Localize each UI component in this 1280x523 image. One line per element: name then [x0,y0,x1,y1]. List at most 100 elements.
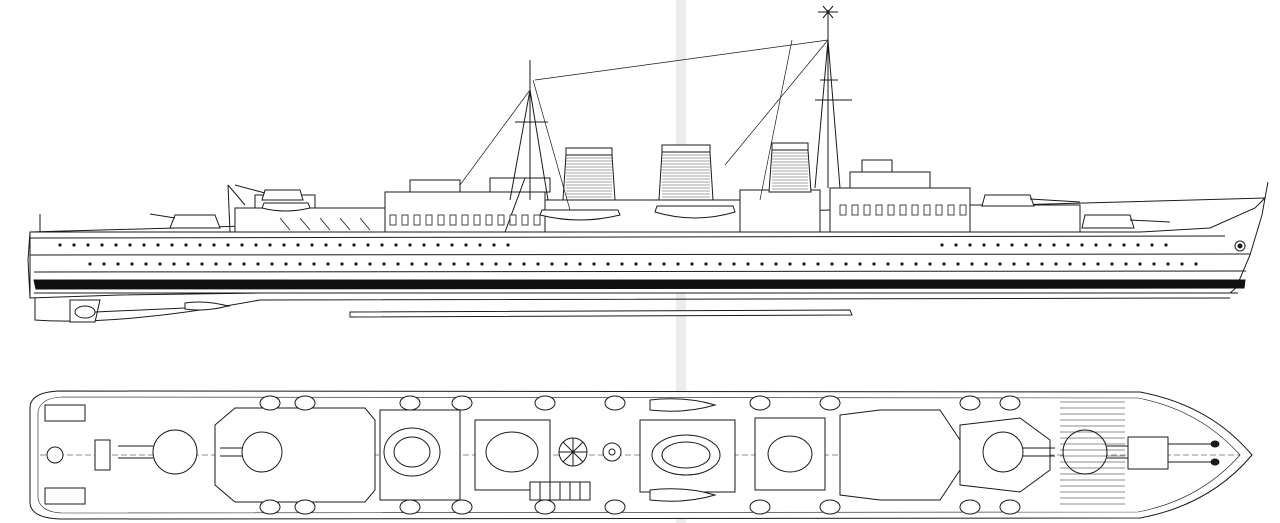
edge-fittings [259,395,1021,515]
scuttle [450,243,454,247]
scuttle [816,262,820,266]
scuttle [928,262,932,266]
scuttle [1110,262,1114,266]
scuttle [788,262,792,266]
scuttle [242,262,246,266]
propeller-rudder [69,299,231,323]
funnels [562,142,812,201]
carley-float [749,499,771,515]
turret-a [1081,214,1135,229]
deck-fitting [359,217,371,231]
scuttle [352,243,356,247]
scuttle [998,262,1002,266]
deck-fitting [875,204,883,216]
scuttle [634,262,638,266]
scuttle [226,243,230,247]
scuttle [86,243,90,247]
scuttle [1138,262,1142,266]
scuttles-row-upper [58,243,1168,247]
scuttle [1040,262,1044,266]
deck-fitting [509,214,517,226]
scuttle [1094,243,1098,247]
stern-fittings [44,404,111,505]
deck-fitting [521,214,529,226]
scuttle [592,262,596,266]
scuttle [1054,262,1058,266]
scuttle [1180,262,1184,266]
carley-float [819,499,841,515]
scuttle [954,243,958,247]
plan-view [29,390,1253,520]
scuttle [436,243,440,247]
scuttle [1096,262,1100,266]
scuttle [144,262,148,266]
deck-fitting [887,204,895,216]
boot-top-band [33,279,1246,290]
scuttle [1068,262,1072,266]
scuttle [662,262,666,266]
aft-deckhouse [234,207,386,233]
bridge [849,171,931,189]
deck-fitting [959,204,967,216]
scuttle [170,243,174,247]
stern-underwater [27,231,31,299]
scuttle [996,243,1000,247]
scuttle [408,243,412,247]
scuttle [114,243,118,247]
deck-fitting [947,204,955,216]
scuttle [466,262,470,266]
scuttle [212,243,216,247]
deck-fitting [899,204,907,216]
scuttle [676,262,680,266]
scuttle [830,262,834,266]
scuttle [380,243,384,247]
scuttle [464,243,468,247]
deck-fitting [863,204,871,216]
scuttle [340,262,344,266]
scuttle [1026,262,1030,266]
scuttle [508,262,512,266]
deck-fitting [339,217,351,231]
carley-float [749,395,771,411]
carley-float [819,395,841,411]
carley-float [259,499,281,515]
scuttle [128,243,132,247]
scuttle [158,262,162,266]
scuttle [228,262,232,266]
scuttle [312,262,316,266]
scuttle [438,262,442,266]
carley-float [999,395,1021,411]
scuttle [324,243,328,247]
scuttle [718,262,722,266]
turret-bow-plan [1127,436,1220,470]
deck-fitting [425,214,433,226]
fwd-deckhouse [969,204,1081,233]
turret-y [169,214,221,229]
scuttle [704,262,708,266]
scuttle [1166,262,1170,266]
bridge-plan [839,409,961,501]
scuttle [620,262,624,266]
deck-fitting [485,214,493,226]
scuttle [1010,243,1014,247]
deck-edge [29,235,1226,239]
scuttle [58,243,62,247]
aft-superstructure-plan [214,407,376,503]
carley-float [999,499,1021,515]
scuttle [746,262,750,266]
masts [509,5,852,201]
carley-float [604,499,626,515]
scuttle [536,262,540,266]
funnels-plan [383,427,813,477]
scuttle [480,262,484,266]
scuttle [970,262,974,266]
scuttles-row-lower [88,262,1198,266]
funnel-plan-mid [485,431,539,473]
scuttle [802,262,806,266]
scuttle [940,243,944,247]
funnel-middle [658,144,714,201]
scuttle [1066,243,1070,247]
scuttle [240,243,244,247]
funnel-aft [562,147,616,201]
